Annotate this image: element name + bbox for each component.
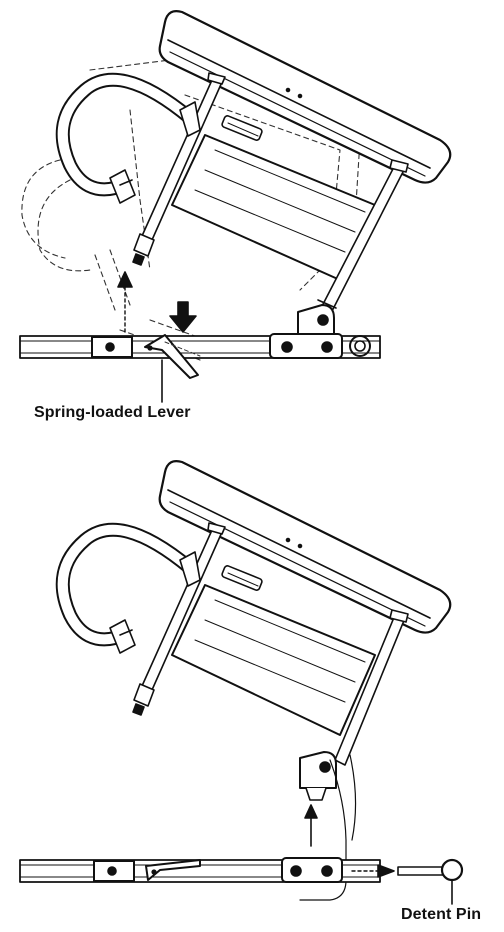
rear-bracket [299,751,337,801]
base-rail [19,857,381,883]
spring-lever [145,859,201,881]
receiver-sleeve-edge [349,754,357,841]
armrest-pad [158,460,452,634]
spring-lever-label: Spring-loaded Lever [34,404,191,421]
lift-arrow [117,271,133,333]
armrest-pad [158,10,452,184]
panel-lever-step [19,10,452,403]
pin-arrow [351,864,395,878]
j-hook [55,72,201,204]
front-post [132,72,226,266]
panel-pin-step [19,460,464,905]
lift-arrow [304,804,318,847]
rear-post [334,609,409,766]
press-arrow [169,301,197,333]
detent-pin [397,858,464,882]
base-rail [19,333,381,359]
detent-pin-label: Detent Pin [401,906,482,923]
side-panel [171,565,376,736]
front-post [132,522,226,716]
side-panel [171,115,376,281]
receiver-sleeve [299,759,347,901]
spring-lever [144,334,201,379]
j-hook [55,522,201,654]
